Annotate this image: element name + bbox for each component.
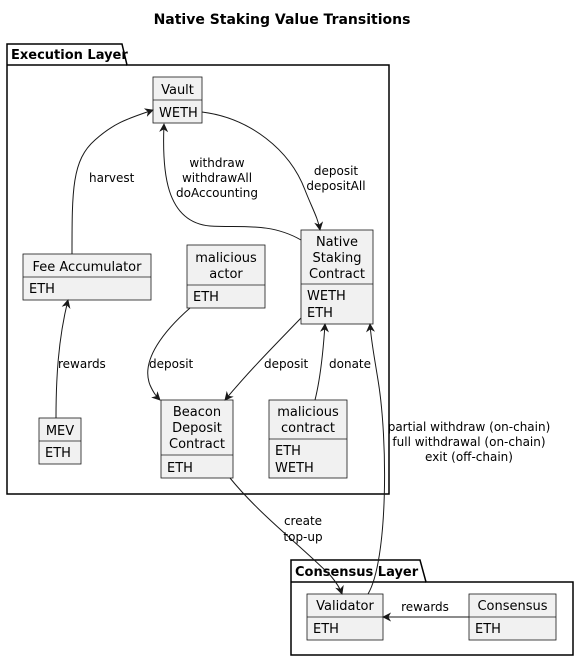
native-staking-title-line-1: Native [316, 235, 358, 250]
execution-layer-package: Execution Layer [6, 43, 390, 495]
malicious-contract-title-line-1: malicious [277, 405, 339, 420]
native-staking-field-weth: WETH [307, 289, 346, 304]
edge-label-harvest: harvest [89, 171, 135, 185]
consensus-layer-label: Consensus Layer [295, 565, 419, 580]
edge-label-donate: donate [329, 357, 371, 371]
malicious-contract-node: malicious contract ETH WETH [268, 399, 348, 479]
malicious-actor-title-line-2: actor [209, 267, 243, 282]
edge-label-validator-withdraw-3: exit (off-chain) [425, 450, 513, 464]
consensus-title: Consensus [477, 599, 547, 614]
malicious-contract-field-eth: ETH [275, 444, 301, 459]
vault-node: Vault WETH [152, 76, 203, 124]
fee-accumulator-field-eth: ETH [29, 282, 55, 297]
malicious-actor-node: malicious actor ETH [186, 244, 266, 309]
edge-label-deposit-native: deposit [264, 357, 309, 371]
edge-label-withdraw-2: withdrawAll [182, 171, 252, 185]
edge-deposit-vault [201, 111, 324, 231]
edge-label-create-topup-2: top-up [283, 530, 322, 544]
beacon-deposit-title-line-1: Beacon [173, 405, 221, 420]
native-staking-title-line-3: Contract [309, 267, 365, 282]
consensus-layer-package: Consensus Layer [290, 559, 574, 656]
edge-label-deposit-vault-2: depositAll [306, 179, 365, 193]
edge-rewards-mev [55, 299, 71, 419]
beacon-deposit-title-line-2: Deposit [172, 421, 222, 436]
execution-layer-label: Execution Layer [11, 48, 128, 63]
beacon-deposit-title-line-3: Contract [169, 437, 225, 452]
malicious-actor-field-eth: ETH [193, 290, 219, 305]
malicious-contract-field-weth: WETH [275, 461, 314, 476]
consensus-field-eth: ETH [475, 622, 501, 637]
edge-label-rewards-consensus: rewards [401, 600, 449, 614]
edge-label-create-topup-1: create [284, 514, 322, 528]
edge-withdraw [159, 123, 302, 241]
mev-title: MEV [46, 424, 74, 439]
edge-donate [314, 323, 329, 401]
edge-label-validator-withdraw-1: partial withdraw (on-chain) [388, 420, 551, 434]
malicious-actor-title-line-1: malicious [195, 251, 257, 266]
mev-node: MEV ETH [38, 417, 82, 465]
edge-label-withdraw-1: withdraw [189, 156, 244, 170]
validator-field-eth: ETH [313, 622, 339, 637]
fee-accumulator-title: Fee Accumulator [33, 260, 143, 275]
edge-label-withdraw-3: doAccounting [176, 186, 258, 200]
edge-harvest [71, 108, 154, 255]
vault-title: Vault [161, 83, 194, 98]
native-staking-field-eth: ETH [307, 306, 333, 321]
edge-label-deposit-vault-1: deposit [314, 164, 359, 178]
diagram-title: Native Staking Value Transitions [154, 12, 411, 28]
native-staking-title-line-2: Staking [313, 251, 362, 266]
edge-create-topup [229, 477, 344, 595]
native-staking-contract-node: Native Staking Contract WETH ETH [300, 229, 374, 325]
validator-node: Validator ETH [306, 593, 384, 641]
fee-accumulator-node: Fee Accumulator ETH [22, 253, 152, 301]
edge-deposit-native [224, 317, 302, 401]
edge-label-rewards-mev: rewards [58, 357, 106, 371]
edge-label-deposit-actor: deposit [149, 357, 194, 371]
validator-title: Validator [316, 599, 374, 614]
beacon-deposit-field-eth: ETH [167, 461, 193, 476]
edge-deposit-actor [147, 307, 191, 401]
edge-validator-withdraw [366, 323, 386, 595]
mev-field-eth: ETH [45, 446, 71, 461]
vault-field-weth: WETH [159, 106, 198, 121]
beacon-deposit-contract-node: Beacon Deposit Contract ETH [160, 399, 234, 479]
malicious-contract-title-line-2: contract [281, 421, 335, 436]
edge-label-validator-withdraw-2: full withdrawal (on-chain) [392, 435, 545, 449]
consensus-node: Consensus ETH [468, 593, 557, 641]
